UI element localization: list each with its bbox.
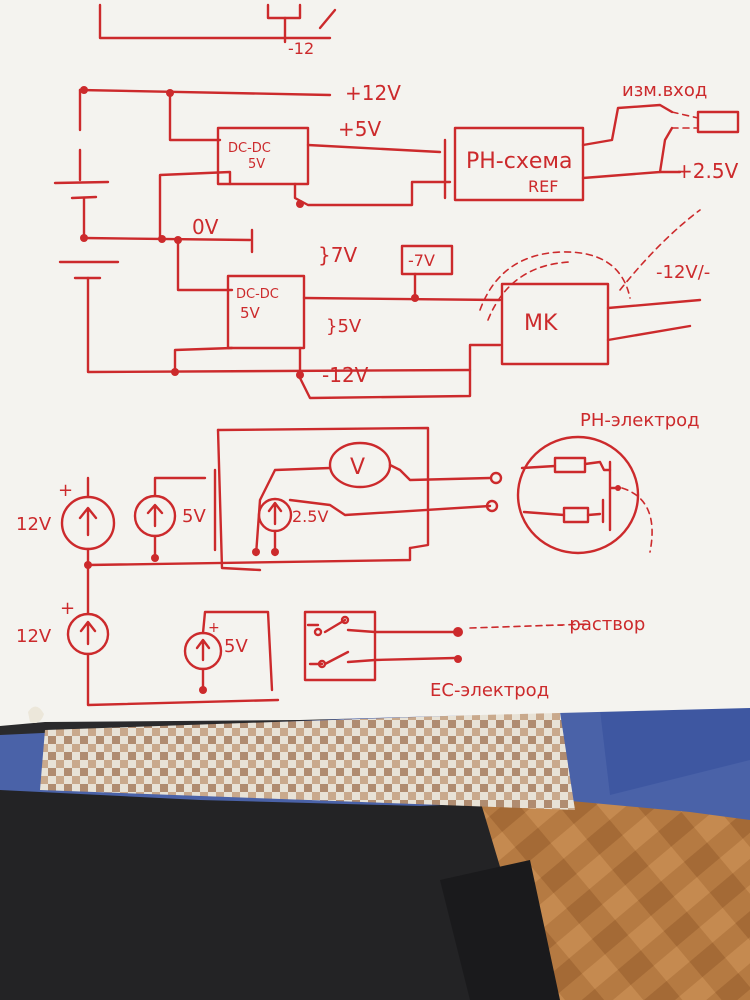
src-5v-bottom-label: 5V xyxy=(224,636,248,657)
dcdc-top-label: DC-DC xyxy=(228,141,271,156)
wooden-floor xyxy=(480,760,750,1000)
mk-box xyxy=(500,282,610,366)
src-2-5v-label: 2.5V xyxy=(292,507,328,526)
ref-label: REF xyxy=(528,177,558,196)
izm-vhod-label: изм.вход xyxy=(622,80,707,101)
tablecloth-checks xyxy=(40,712,575,810)
ph-scheme-box xyxy=(453,126,585,202)
chair-leg xyxy=(440,860,560,1000)
dcdc-bottom-box xyxy=(226,274,306,350)
dcdc-top-box xyxy=(216,126,310,186)
src-5v-mid-label: 5V xyxy=(182,506,206,527)
minus7v-label: -7V xyxy=(408,251,435,270)
plus2-5v-label: +2.5V xyxy=(676,159,739,183)
minus7v-box xyxy=(400,244,454,276)
tablecloth-stripe xyxy=(600,700,750,795)
plus-b: + xyxy=(60,598,75,619)
ph-electrode-circle xyxy=(516,435,640,555)
dcdc-bottom-5v: 5V xyxy=(240,304,261,322)
measure-input-connector xyxy=(696,110,740,134)
paper-torn-edge xyxy=(28,706,44,723)
brace-5v-label: }5V xyxy=(326,316,362,337)
plus5v-label: +5V xyxy=(338,117,381,141)
ec-electrode-label: EC-электрод xyxy=(430,680,549,701)
top-partial-circuit: -12 xyxy=(98,3,337,58)
plus12v-label: +12V xyxy=(345,81,401,105)
voltmeter-label: V xyxy=(350,455,365,480)
dcdc-top-5v: 5V xyxy=(248,157,265,172)
switch-box xyxy=(303,610,377,682)
plus-c: + xyxy=(208,620,220,636)
paper-sheet xyxy=(0,0,750,726)
ph-electrode-label: PH-электрод xyxy=(580,410,700,431)
minus12v-right-label: -12V/- xyxy=(656,262,710,283)
top-minus12-label: -12 xyxy=(288,39,314,58)
ph-scheme-label: PH-схема xyxy=(466,149,572,174)
src-12v-b-label: 12V xyxy=(16,626,52,647)
power-section: +12V DC-DC 5V +5V PH-схема REF изм.вход … xyxy=(53,80,740,400)
plus-a: + xyxy=(58,480,73,501)
zero-v-label: 0V xyxy=(192,215,219,239)
rastvor-label: - - раствор xyxy=(545,614,645,635)
mk-label: MK xyxy=(524,311,558,336)
dcdc-bottom-label: DC-DC xyxy=(236,287,279,302)
minus12v-bottom-label: -12V xyxy=(322,363,369,387)
src-12v-a-label: 12V xyxy=(16,514,52,535)
measurement-section: 12V + 5V 2.5V V xyxy=(16,410,700,707)
brace-7v-label: }7V xyxy=(318,243,357,267)
